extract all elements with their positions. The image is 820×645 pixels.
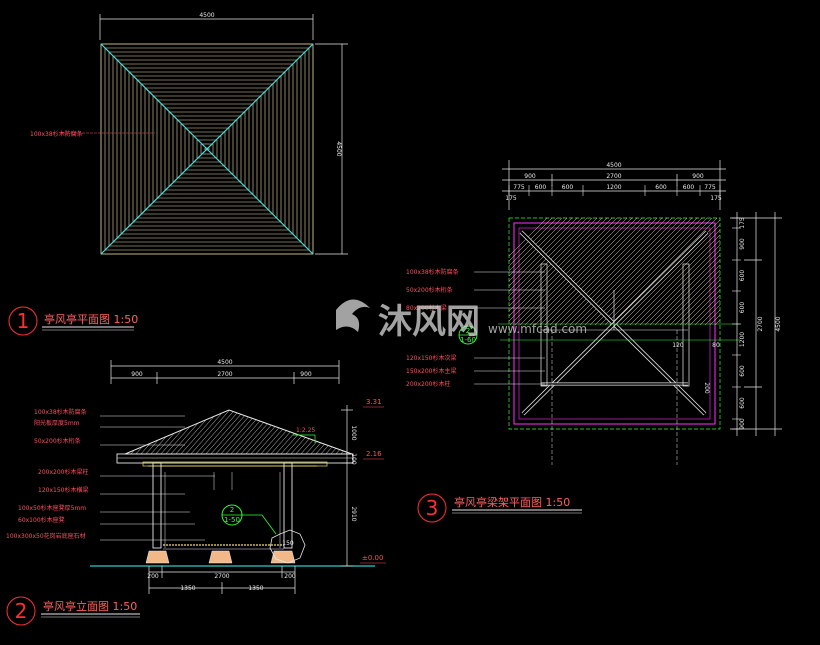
frame-right-dim-3: 600 bbox=[739, 270, 746, 282]
frame-row1-dim-3: 900 bbox=[692, 173, 704, 180]
framing-title: 亭风亭梁架平面图 1:50 bbox=[454, 495, 570, 509]
elevation-roof-hatch bbox=[125, 410, 352, 454]
elev-slope: 1:2.25 bbox=[296, 427, 315, 434]
frame-row2-dim-6: 600 bbox=[683, 184, 695, 191]
frame-mark-1: 120 bbox=[672, 342, 684, 349]
watermark-logo-icon bbox=[336, 299, 370, 332]
elev-height-3: 2910 bbox=[350, 506, 357, 521]
framing-note-5: 150x200杉木主梁 bbox=[406, 367, 456, 375]
roof-plan-note: 100x38杉木防腐条 bbox=[30, 130, 83, 138]
frame-right-dim-2: 900 bbox=[739, 238, 746, 250]
framing-note-6: 200x200杉木柱 bbox=[406, 380, 450, 388]
watermark: 沐风网 www.mfcad.com bbox=[336, 299, 587, 342]
elev-bottom-dim-4: 1350 bbox=[180, 585, 195, 592]
elevation-note-8: 100x300x50花岗岩底座石材 bbox=[6, 532, 86, 540]
elev-height-1: 1000 bbox=[350, 425, 357, 440]
frame-row2-dim-7: 775 bbox=[704, 184, 716, 191]
elevation-note-2: 阳光板厚度5mm bbox=[34, 419, 80, 427]
elev-detail-sheet: 1-50 bbox=[224, 516, 240, 524]
framing-note-1: 100x38杉木防腐条 bbox=[406, 268, 459, 276]
elev-total-dim: 4500 bbox=[217, 359, 232, 366]
roof-plan-drawing: 4500 4500 100x38杉木防腐条 1 亭风亭平面图 1:50 bbox=[8, 12, 348, 336]
frame-right-dim-7: 600 bbox=[739, 397, 746, 409]
framing-number: 3 bbox=[426, 496, 439, 520]
elev-bottom-dim-5: 1350 bbox=[248, 585, 263, 592]
frame-right-dim-5: 1200 bbox=[739, 332, 746, 347]
elev-seg-dim-2: 2700 bbox=[217, 371, 232, 378]
elev-detail-ref: 2 bbox=[230, 506, 234, 514]
frame-row3-dim-1: 175 bbox=[505, 195, 517, 202]
framing-note-3: 80x200杉木梁 bbox=[406, 304, 447, 312]
roof-plan-width-dim: 4500 bbox=[199, 12, 214, 19]
frame-right-dim-8: 900 bbox=[739, 418, 746, 430]
frame-row2-dim-5: 600 bbox=[655, 184, 667, 191]
frame-mark-3: 200 bbox=[703, 382, 710, 394]
frame-row2-dim-1: 775 bbox=[513, 184, 525, 191]
frame-row2-dim-2: 600 bbox=[535, 184, 547, 191]
frame-right-dim-4: 600 bbox=[739, 302, 746, 314]
elevation-note-1: 100x38杉木防腐条 bbox=[34, 408, 87, 416]
framing-note-2: 50x200杉木桁条 bbox=[406, 286, 453, 294]
elevation-title: 亭风亭立面图 1:50 bbox=[43, 599, 137, 613]
frame-detail-sheet: 1-60 bbox=[460, 336, 476, 344]
frame-row2-dim-4: 1200 bbox=[606, 184, 621, 191]
elevation-drawing: 4500 900 2700 900 150 2 1-50 1:2.25 bbox=[6, 359, 386, 626]
frame-right-total: 4500 bbox=[775, 316, 782, 331]
frame-right-mid: 2700 bbox=[757, 316, 764, 331]
elevation-note-6: 100x50杉木座凳厚5mm bbox=[18, 504, 86, 512]
frame-row2-dim-3: 600 bbox=[562, 184, 574, 191]
frame-row1-dim-2: 2700 bbox=[606, 173, 621, 180]
frame-row2-dims: 775 600 600 1200 600 600 775 bbox=[508, 184, 721, 196]
roof-plan-height-dim: 4500 bbox=[335, 141, 342, 156]
elev-seg-dim-3: 900 bbox=[300, 371, 312, 378]
elev-bottom-dim-3: 200 bbox=[284, 573, 296, 580]
roof-plan-number: 1 bbox=[17, 309, 30, 333]
frame-right-dims: 175 900 600 600 1200 600 600 900 175 bbox=[732, 0, 750, 430]
elevation-note-4: 200x200杉木梁柱 bbox=[38, 468, 88, 476]
elevation-note-7: 60x100杉木座凳 bbox=[18, 516, 65, 524]
elev-level-2: 2.16 bbox=[366, 450, 382, 458]
frame-right-dim-9: 175 bbox=[738, 0, 750, 2]
roof-hatch bbox=[104, 47, 310, 251]
frame-right-dim-1: 175 bbox=[739, 217, 746, 229]
elev-seg-dim-1: 900 bbox=[131, 371, 143, 378]
elevation-note-5: 120x150杉木横梁 bbox=[38, 486, 88, 494]
elev-height-2: 100 bbox=[350, 453, 357, 465]
frame-total-dim: 4500 bbox=[606, 162, 621, 169]
elev-bottom-dim-2: 2700 bbox=[214, 573, 229, 580]
watermark-text: 沐风网 bbox=[378, 302, 480, 342]
framing-note-4: 120x150杉木次梁 bbox=[406, 354, 456, 362]
frame-right-dim-6: 600 bbox=[739, 365, 746, 377]
frame-row1-dim-1: 900 bbox=[524, 173, 536, 180]
elevation-note-3: 50x200杉木桁条 bbox=[34, 437, 81, 445]
elev-bottom-dim-1: 200 bbox=[147, 573, 159, 580]
frame-row3-dim-2: 175 bbox=[710, 195, 722, 202]
frame-detail-ref: 2 bbox=[466, 327, 470, 335]
elev-level-1: 3.31 bbox=[366, 398, 382, 406]
roof-plan-title: 亭风亭平面图 1:50 bbox=[44, 312, 138, 326]
elev-level-3: ±0.00 bbox=[362, 554, 383, 562]
elevation-number: 2 bbox=[15, 599, 28, 623]
frame-mark-2: 80 bbox=[712, 342, 720, 349]
watermark-url: www.mfcad.com bbox=[488, 322, 587, 336]
elev-column-label: 150 bbox=[282, 540, 294, 547]
framing-notes: 100x38杉木防腐条 50x200杉木桁条 80x200杉木梁 120x150杉木次… bbox=[406, 268, 545, 388]
